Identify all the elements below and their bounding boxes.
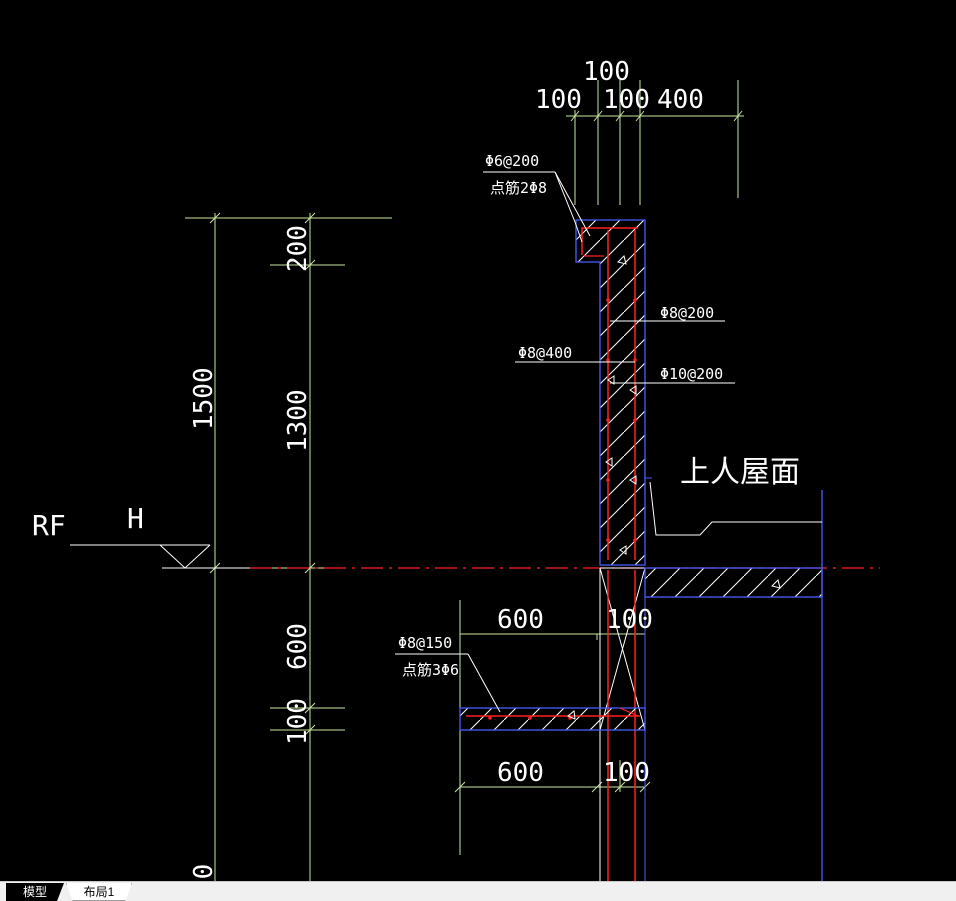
roof-slab — [644, 477, 823, 881]
dim-wall-height: 1300 — [283, 389, 313, 452]
dim-top-upper: 100 — [583, 57, 630, 87]
note-inner-vertical: Φ8@400 — [518, 344, 572, 362]
parapet-wall — [575, 219, 646, 566]
note-ledge-points: 点筋3Φ6 — [402, 661, 459, 679]
dim-top-lower-right: 400 — [657, 85, 704, 115]
note-top-cap-spacing: Φ6@200 — [485, 152, 539, 170]
level-h: H — [127, 502, 144, 535]
dim-below-600: 600 — [283, 623, 313, 670]
cad-drawing-canvas[interactable]: 100 100 100 400 1500 200 1300 600 100 50… — [0, 0, 956, 881]
dim-top-lower-left: 100 — [535, 85, 582, 115]
roof-label: 上人屋面 — [680, 455, 800, 490]
tab-model[interactable]: 模型 — [6, 883, 64, 901]
dim-total-height: 1500 — [189, 367, 219, 430]
note-top-cap-points: 点筋2Φ8 — [490, 179, 547, 197]
note-horizontal: Φ10@200 — [660, 365, 723, 383]
dim-top-lower-mid: 100 — [603, 85, 650, 115]
dim-bottom-cut: 50 — [189, 864, 219, 881]
ledge — [459, 707, 646, 731]
dim-ledge-lower: 600 — [497, 758, 544, 788]
dim-wall-lower: 100 — [603, 758, 650, 788]
note-outer-vertical: Φ8@200 — [660, 304, 714, 322]
dim-ledge-upper: 600 — [497, 605, 544, 635]
level-rf: RF — [32, 509, 66, 542]
tab-layout1[interactable]: 布局1 — [66, 883, 132, 901]
note-ledge-spacing: Φ8@150 — [398, 634, 452, 652]
dim-below-100: 100 — [283, 698, 313, 745]
dim-wall-upper: 100 — [606, 605, 653, 635]
dim-top-band: 200 — [283, 225, 313, 272]
layout-tab-bar: 模型 布局1 — [0, 881, 956, 901]
dimension-lines — [185, 80, 744, 881]
leader-lines — [395, 171, 735, 713]
level-symbol — [70, 544, 250, 569]
